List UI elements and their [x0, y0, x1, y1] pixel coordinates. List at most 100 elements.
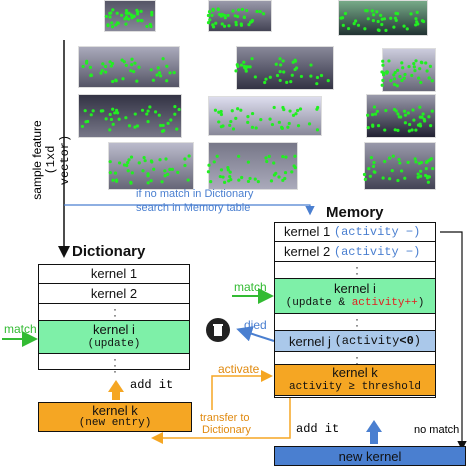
- dict-new-entry: kernel k (new entry): [38, 402, 192, 432]
- feature-point: [394, 109, 398, 113]
- feature-point: [389, 16, 393, 20]
- feature-point: [417, 161, 422, 165]
- feature-point: [414, 23, 418, 27]
- feature-point: [85, 59, 89, 63]
- feature-point: [380, 83, 384, 87]
- feature-point: [111, 79, 115, 84]
- feature-point: [293, 165, 297, 170]
- feature-point: [255, 9, 259, 14]
- feature-point: [419, 169, 423, 173]
- feature-point: [221, 124, 225, 128]
- feature-point: [272, 173, 277, 177]
- feature-point: [80, 124, 85, 129]
- feature-point: [133, 112, 137, 116]
- feature-point: [383, 128, 387, 132]
- feature-point: [172, 71, 176, 75]
- feature-point: [129, 181, 133, 185]
- feature-point: [162, 129, 166, 133]
- mem-row-kernel2: kernel 2 (activity −): [274, 242, 436, 262]
- feature-point: [91, 109, 95, 113]
- feature-point: [239, 108, 243, 112]
- mem-row-kernel1: kernel 1 (activity −): [274, 222, 436, 242]
- feature-point: [425, 69, 429, 73]
- feature-point: [115, 111, 120, 115]
- feature-point: [108, 128, 112, 132]
- feature-point: [161, 57, 165, 61]
- feature-point: [366, 125, 370, 130]
- feature-point: [424, 173, 428, 178]
- feature-point: [373, 112, 378, 116]
- feature-point: [151, 78, 155, 82]
- feature-point: [130, 63, 134, 67]
- feature-point: [211, 23, 215, 27]
- feature-point: [146, 119, 150, 124]
- feature-point: [392, 25, 396, 29]
- feature-point: [285, 80, 289, 84]
- feature-point: [132, 70, 136, 74]
- feature-point: [407, 129, 411, 133]
- feature-point: [372, 160, 376, 165]
- feature-point: [111, 8, 115, 12]
- feature-point: [254, 126, 258, 130]
- feature-point: [122, 60, 126, 64]
- feature-point: [240, 175, 244, 180]
- feature-point: [309, 74, 313, 78]
- feature-point: [406, 111, 410, 115]
- feature-point: [264, 77, 268, 81]
- feature-point: [393, 16, 398, 20]
- feature-point: [250, 18, 255, 23]
- feature-point: [377, 28, 381, 33]
- feature-point: [272, 161, 276, 165]
- feature-point: [141, 169, 145, 173]
- mem-row-kernel-i: kernel i (update & activity++): [274, 278, 436, 314]
- feature-point: [136, 19, 140, 23]
- feature-point: [298, 107, 303, 111]
- feature-point: [216, 7, 220, 11]
- feature-point: [88, 65, 92, 69]
- feature-point: [84, 120, 88, 124]
- feature-point: [108, 60, 112, 64]
- feature-point: [398, 74, 402, 79]
- feature-point: [244, 69, 248, 73]
- feature-point: [246, 115, 250, 119]
- feature-point: [237, 8, 241, 12]
- feature-point: [114, 78, 118, 82]
- feature-point: [414, 128, 418, 132]
- feature-point: [115, 21, 120, 25]
- feature-point: [380, 22, 384, 27]
- feature-point: [430, 79, 434, 83]
- feature-point: [381, 73, 386, 77]
- feature-point: [237, 154, 241, 158]
- feature-point: [219, 109, 223, 114]
- feature-point: [296, 124, 301, 128]
- feature-point: [129, 13, 133, 17]
- feature-point: [155, 73, 159, 77]
- feature-point: [130, 171, 134, 175]
- feature-point: [396, 128, 400, 132]
- feature-point: [231, 9, 235, 13]
- feature-point: [422, 117, 426, 121]
- feature-point: [142, 156, 146, 160]
- feature-point: [100, 68, 104, 73]
- feature-point: [363, 27, 367, 31]
- memory-title: Memory: [326, 204, 384, 221]
- feature-point: [164, 157, 168, 161]
- feature-point: [114, 179, 119, 183]
- feature-point: [168, 167, 172, 171]
- feature-point: [114, 108, 119, 112]
- feature-point: [395, 12, 400, 16]
- feature-point: [166, 172, 170, 176]
- feature-point: [387, 156, 392, 160]
- feature-point: [207, 10, 212, 14]
- feature-point: [135, 10, 140, 14]
- feature-point: [246, 179, 251, 184]
- feature-point: [371, 19, 375, 23]
- feature-point: [227, 179, 231, 183]
- feature-point: [159, 123, 163, 128]
- feature-point: [234, 69, 238, 73]
- feature-point: [402, 109, 407, 113]
- feature-point: [393, 128, 397, 132]
- mem-row-kernel-j: kernel j (activity<0): [274, 330, 436, 352]
- feature-point: [165, 64, 169, 68]
- feature-point: [381, 63, 385, 67]
